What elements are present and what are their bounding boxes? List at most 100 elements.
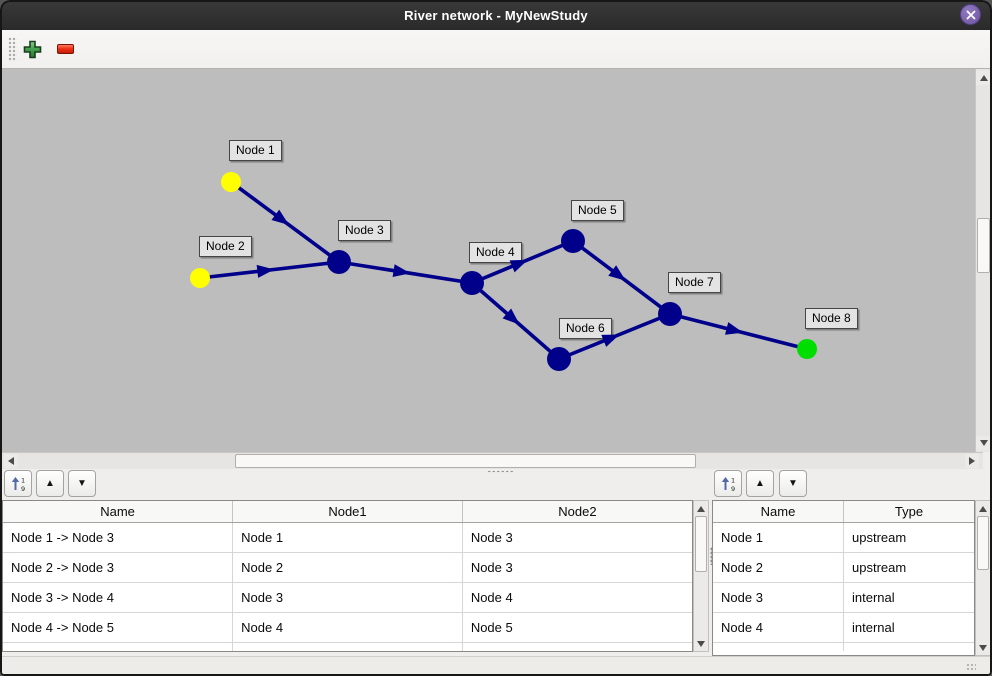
horizontal-splitter-handle[interactable] — [487, 470, 513, 473]
node-label[interactable]: Node 6 — [559, 318, 612, 339]
vertical-scroll-thumb[interactable] — [977, 516, 989, 570]
table-cell[interactable]: Node 2 — [713, 552, 844, 583]
table-cell[interactable]: Node 3 — [462, 552, 692, 583]
scroll-down-button[interactable] — [976, 641, 990, 654]
add-button[interactable] — [19, 36, 45, 62]
svg-text:9: 9 — [731, 485, 735, 492]
network-node[interactable] — [797, 339, 817, 359]
node-label[interactable]: Node 7 — [668, 272, 721, 293]
river-reach[interactable] — [571, 239, 672, 316]
table-cell[interactable]: Node 1 — [713, 522, 844, 553]
arrow-down-icon — [979, 440, 988, 446]
table-cell[interactable]: Node 3 — [462, 522, 692, 553]
network-node[interactable] — [190, 268, 210, 288]
table-cell[interactable]: Node 1 — [232, 522, 463, 553]
column-header[interactable]: Name — [713, 501, 844, 523]
scroll-down-button[interactable] — [694, 637, 708, 650]
canvas-horizontal-scrollbar[interactable] — [2, 452, 983, 469]
move-up-button-nodes[interactable]: ▲ — [746, 470, 774, 497]
scroll-up-button[interactable] — [694, 502, 708, 515]
table-cell[interactable]: internal — [843, 582, 974, 613]
svg-text:1: 1 — [21, 476, 25, 484]
table-cell[interactable]: upstream — [843, 522, 974, 553]
network-node[interactable] — [561, 229, 585, 253]
table-cell[interactable]: Node 3 -> Node 4 — [3, 582, 234, 613]
close-button[interactable] — [960, 4, 981, 25]
table-cell[interactable]: Node 2 -> Node 3 — [3, 552, 234, 583]
river-reach[interactable] — [669, 312, 808, 351]
toolbar-drag-handle[interactable] — [8, 37, 17, 62]
move-down-button-edges[interactable]: ▼ — [68, 470, 96, 497]
vertical-scroll-thumb[interactable] — [977, 218, 990, 273]
network-node[interactable] — [327, 250, 351, 274]
river-reach[interactable] — [199, 260, 340, 280]
table-cell[interactable]: Node 3 — [713, 582, 844, 613]
table-cell[interactable]: Node 3 — [232, 582, 463, 613]
scroll-up-button[interactable] — [976, 71, 991, 85]
table-cell[interactable]: Node 5 — [462, 612, 692, 643]
sort-button-edges[interactable]: 1 9 — [4, 470, 32, 497]
canvas-vertical-scrollbar[interactable] — [975, 69, 991, 452]
svg-text:9: 9 — [21, 485, 25, 492]
status-bar — [2, 656, 990, 675]
column-header[interactable]: Node1 — [232, 501, 463, 523]
remove-button[interactable] — [52, 36, 78, 62]
node-label[interactable]: Node 3 — [338, 220, 391, 241]
column-header[interactable]: Name — [3, 501, 234, 523]
node-table-scrollbar[interactable] — [975, 500, 991, 656]
table-cell[interactable]: Node 4 — [713, 612, 844, 643]
vertical-scroll-thumb[interactable] — [695, 516, 707, 572]
network-node[interactable] — [460, 271, 484, 295]
node-label[interactable]: Node 5 — [571, 200, 624, 221]
table-cell[interactable]: Node 4 -> Node 5 — [3, 612, 234, 643]
window-title: River network - MyNewStudy — [404, 7, 588, 23]
horizontal-scroll-thumb[interactable] — [235, 454, 696, 468]
close-icon — [966, 10, 975, 19]
arrow-up-icon — [979, 505, 987, 512]
sort-button-nodes[interactable]: 1 9 — [714, 470, 742, 497]
column-header[interactable]: Node2 — [462, 501, 692, 523]
table-cell[interactable]: upstream — [843, 552, 974, 583]
scroll-left-button[interactable] — [4, 454, 18, 468]
column-header[interactable]: Type — [843, 501, 974, 523]
scroll-up-button[interactable] — [976, 502, 990, 515]
table-cell[interactable]: internal — [843, 612, 974, 643]
move-up-button-edges[interactable]: ▲ — [36, 470, 64, 497]
scroll-right-button[interactable] — [965, 454, 979, 468]
move-down-button-nodes[interactable]: ▼ — [779, 470, 807, 497]
network-node[interactable] — [658, 302, 682, 326]
node-label[interactable]: Node 4 — [469, 242, 522, 263]
arrow-left-icon — [8, 457, 14, 465]
river-reach[interactable] — [338, 260, 473, 285]
table-cell[interactable]: Node 4 — [462, 582, 692, 613]
resize-grip[interactable] — [966, 663, 976, 671]
river-reach[interactable] — [470, 281, 561, 361]
network-node[interactable] — [221, 172, 241, 192]
flow-direction-arrow-icon — [608, 265, 626, 281]
node-label[interactable]: Node 8 — [805, 308, 858, 329]
arrow-down-icon — [697, 640, 705, 647]
network-canvas[interactable]: Node 1 Node 2 Node 3 Node 4 Node 5 Node 6 Node… — [2, 69, 975, 452]
network-node[interactable] — [547, 347, 571, 371]
table-cell[interactable]: Node 2 — [232, 552, 463, 583]
scroll-down-button[interactable] — [976, 436, 991, 450]
edge-table-scrollbar[interactable] — [693, 500, 709, 652]
toolbar — [2, 30, 990, 69]
table-cell[interactable]: Node 4 — [232, 612, 463, 643]
titlebar[interactable]: River network - MyNewStudy — [0, 0, 992, 30]
flow-direction-arrow-icon — [502, 308, 520, 325]
flow-direction-arrow-icon — [256, 264, 275, 278]
node-label[interactable]: Node 2 — [199, 236, 252, 257]
node-label[interactable]: Node 1 — [229, 140, 282, 161]
table-cell[interactable]: Node 1 -> Node 3 — [3, 522, 234, 553]
panel-splitter-handle[interactable] — [710, 547, 713, 565]
